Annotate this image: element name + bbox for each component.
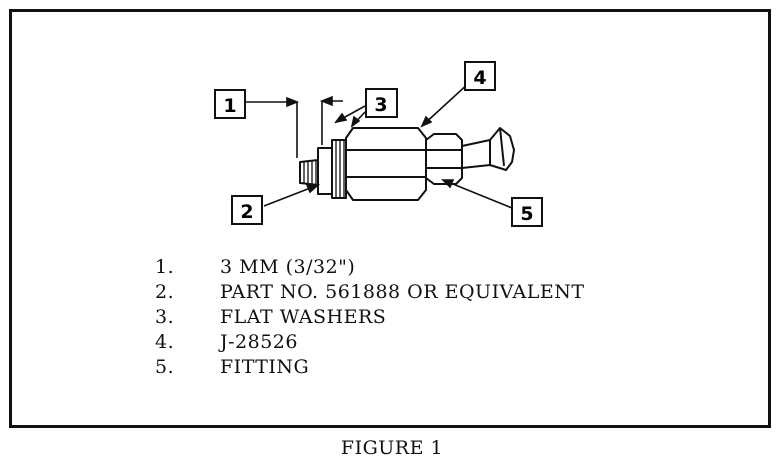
legend-text: J-28526 bbox=[220, 331, 298, 353]
callout-3-label: 3 bbox=[374, 94, 387, 116]
legend-text: 3 MM (3/32") bbox=[220, 256, 356, 278]
j-28526-body bbox=[345, 127, 427, 201]
part-561888 bbox=[317, 147, 333, 195]
legend-number: 1. bbox=[155, 256, 175, 278]
callout-2: 2 bbox=[231, 195, 263, 225]
figure-frame bbox=[9, 9, 771, 428]
legend-text: FITTING bbox=[220, 356, 310, 378]
hose-barb bbox=[461, 127, 515, 171]
callout-4-label: 4 bbox=[473, 67, 486, 89]
legend-item: 3. FLAT WASHERS bbox=[155, 305, 585, 330]
legend-item: 4. J-28526 bbox=[155, 330, 585, 355]
thread-lines bbox=[303, 160, 317, 185]
callout-4: 4 bbox=[464, 61, 496, 91]
legend-text: PART NO. 561888 OR EQUIVALENT bbox=[220, 281, 585, 303]
threaded-end bbox=[299, 159, 319, 186]
legend-text: FLAT WASHERS bbox=[220, 306, 387, 328]
callout-5: 5 bbox=[511, 197, 543, 227]
callout-3: 3 bbox=[365, 88, 398, 118]
legend-item: 1. 3 MM (3/32") bbox=[155, 255, 585, 280]
legend-number: 4. bbox=[155, 331, 175, 353]
callout-2-label: 2 bbox=[240, 201, 253, 223]
legend-item: 2. PART NO. 561888 OR EQUIVALENT bbox=[155, 280, 585, 305]
legend-number: 3. bbox=[155, 306, 175, 328]
callout-1-label: 1 bbox=[223, 95, 236, 117]
legend-number: 5. bbox=[155, 356, 175, 378]
parts-legend: 1. 3 MM (3/32") 2. PART NO. 561888 OR EQUI… bbox=[155, 255, 585, 380]
fitting bbox=[425, 133, 463, 185]
legend-item: 5. FITTING bbox=[155, 355, 585, 380]
legend-number: 2. bbox=[155, 281, 175, 303]
figure-caption: FIGURE 1 bbox=[340, 437, 444, 459]
callout-5-label: 5 bbox=[520, 203, 533, 225]
callout-1: 1 bbox=[214, 89, 246, 119]
